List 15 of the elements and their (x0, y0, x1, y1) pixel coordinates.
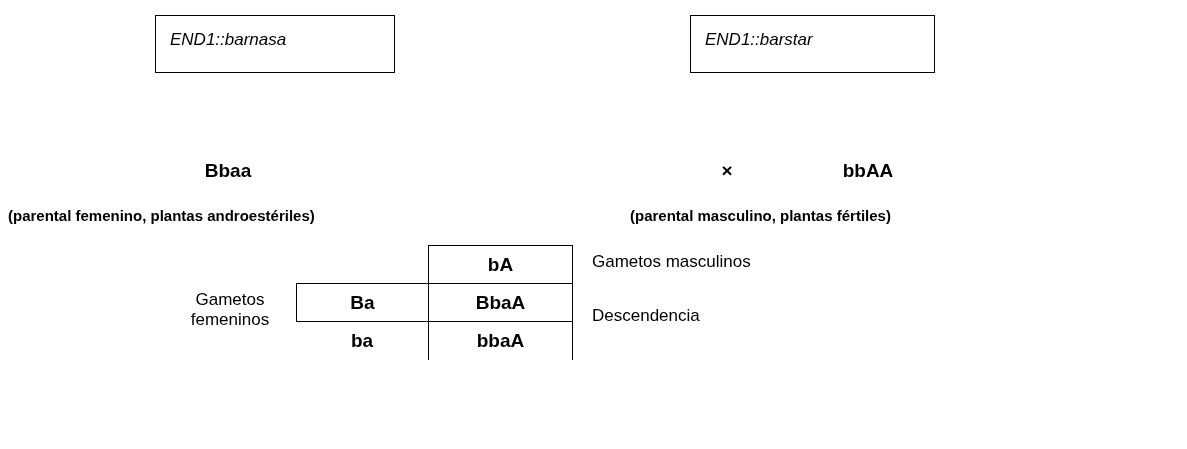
punnett-cell: bA (428, 245, 573, 284)
gene-construct-box: END1::barnasa (155, 15, 395, 73)
punnett-cell: ba (296, 321, 429, 360)
punnett-cell: BbaA (428, 283, 573, 321)
genotype: Bbaa (203, 160, 253, 183)
parent-description: (parental femenino, plantas androestériles) (8, 207, 316, 226)
row-label: Gametos femeninos (189, 290, 271, 331)
punnett-cell: bbaA (428, 321, 573, 360)
genotype: bbAA (841, 160, 895, 183)
gene-construct-box: END1::barstar (690, 15, 935, 73)
punnett-cell: Ba (296, 283, 429, 321)
cross-symbol: × (720, 160, 734, 183)
row-label: Descendencia (592, 306, 701, 327)
parent-description: (parental masculino, plantas fértiles) (630, 207, 892, 226)
row-label: Gametos masculinos (592, 252, 752, 273)
